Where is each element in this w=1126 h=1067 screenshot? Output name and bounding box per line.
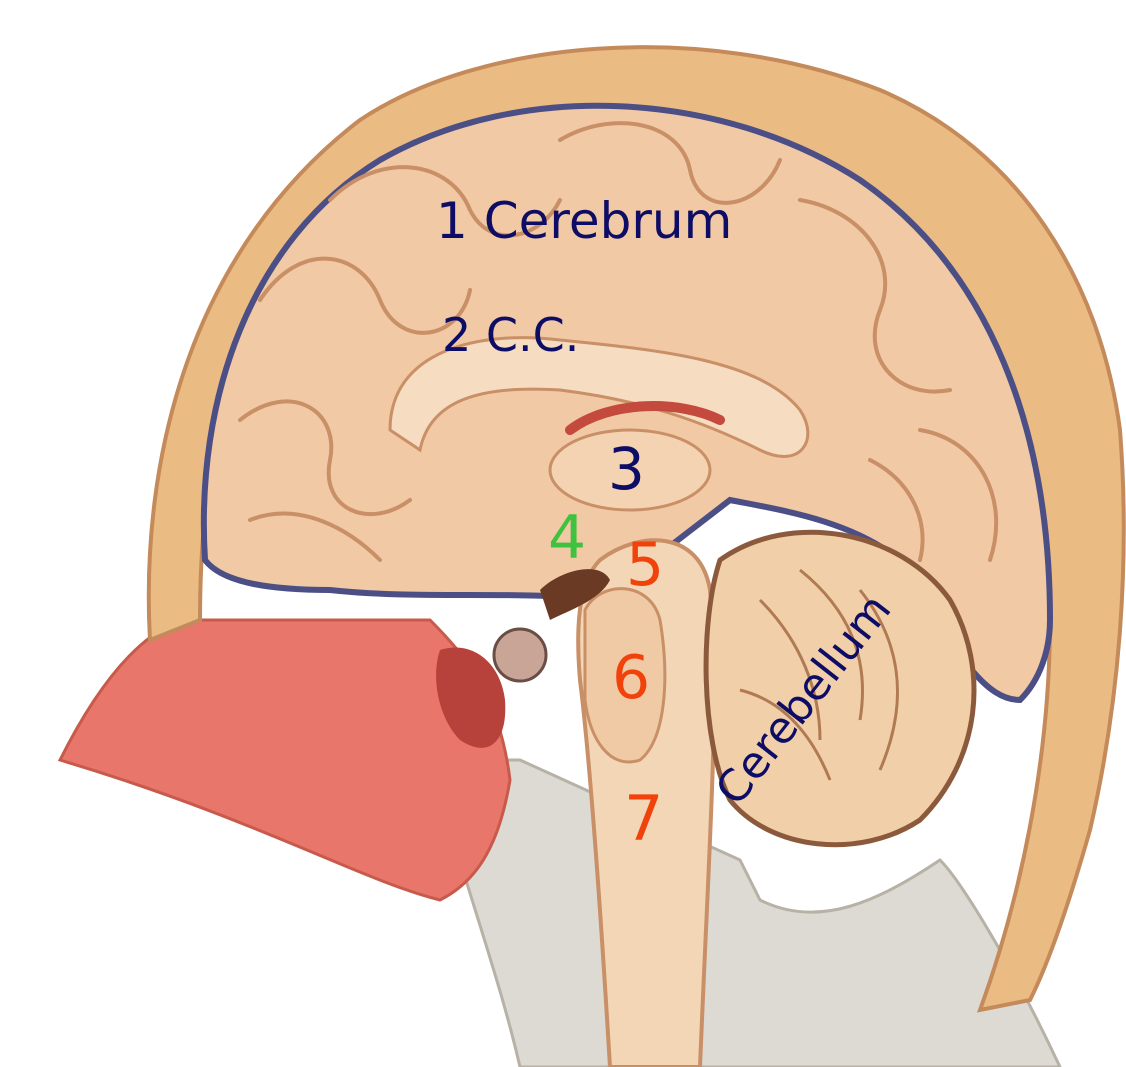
label-midbrain: 5 bbox=[626, 535, 664, 595]
label-medulla: 7 bbox=[624, 788, 663, 850]
pituitary bbox=[494, 629, 546, 681]
label-cerebrum: 1 Cerebrum bbox=[436, 196, 732, 246]
label-corpus-callosum: 2 C.C. bbox=[442, 312, 579, 358]
label-hypothalamus: 4 bbox=[548, 508, 586, 568]
label-thalamus: 3 bbox=[608, 440, 645, 498]
label-pons: 6 bbox=[612, 648, 650, 708]
